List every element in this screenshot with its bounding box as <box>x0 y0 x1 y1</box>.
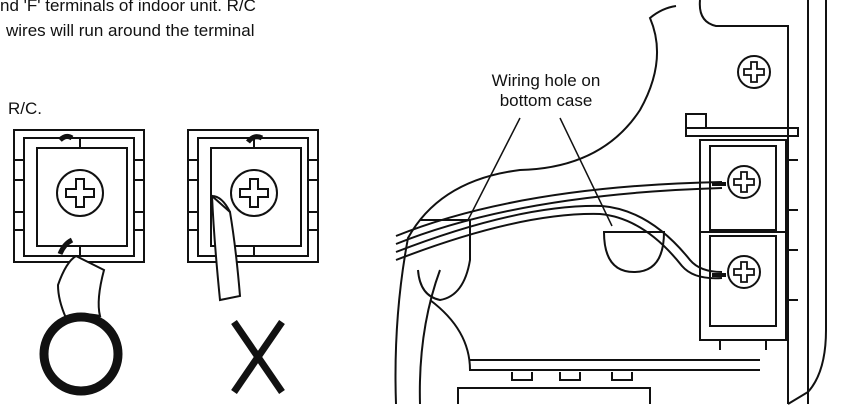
rc-label: R/C. <box>8 99 42 118</box>
unit-case-outline <box>394 0 827 405</box>
screw-icon <box>230 169 278 217</box>
instruction-line-1: nd 'F' terminals of indoor unit. R/C <box>0 0 256 15</box>
circle-icon <box>39 312 123 396</box>
callout-line-2: bottom case <box>499 91 593 110</box>
screw-icon <box>56 169 104 217</box>
callout-leaders <box>467 117 613 227</box>
wire-tips <box>712 182 726 277</box>
screw-icon <box>727 165 761 199</box>
screw-icon <box>737 55 771 89</box>
wire-bundle <box>395 181 723 280</box>
wire-incorrect <box>210 134 264 302</box>
screw-icon <box>727 255 761 289</box>
instruction-line-2: wires will run around the terminal <box>6 21 255 40</box>
cross-icon <box>231 320 285 394</box>
wiring-hole-left <box>417 219 471 302</box>
terminal-block-incorrect <box>187 129 319 263</box>
wiring-hole-callout: Wiring hole on bottom case <box>476 71 616 111</box>
callout-line-1: Wiring hole on <box>491 71 601 90</box>
wire-correct <box>56 133 106 320</box>
